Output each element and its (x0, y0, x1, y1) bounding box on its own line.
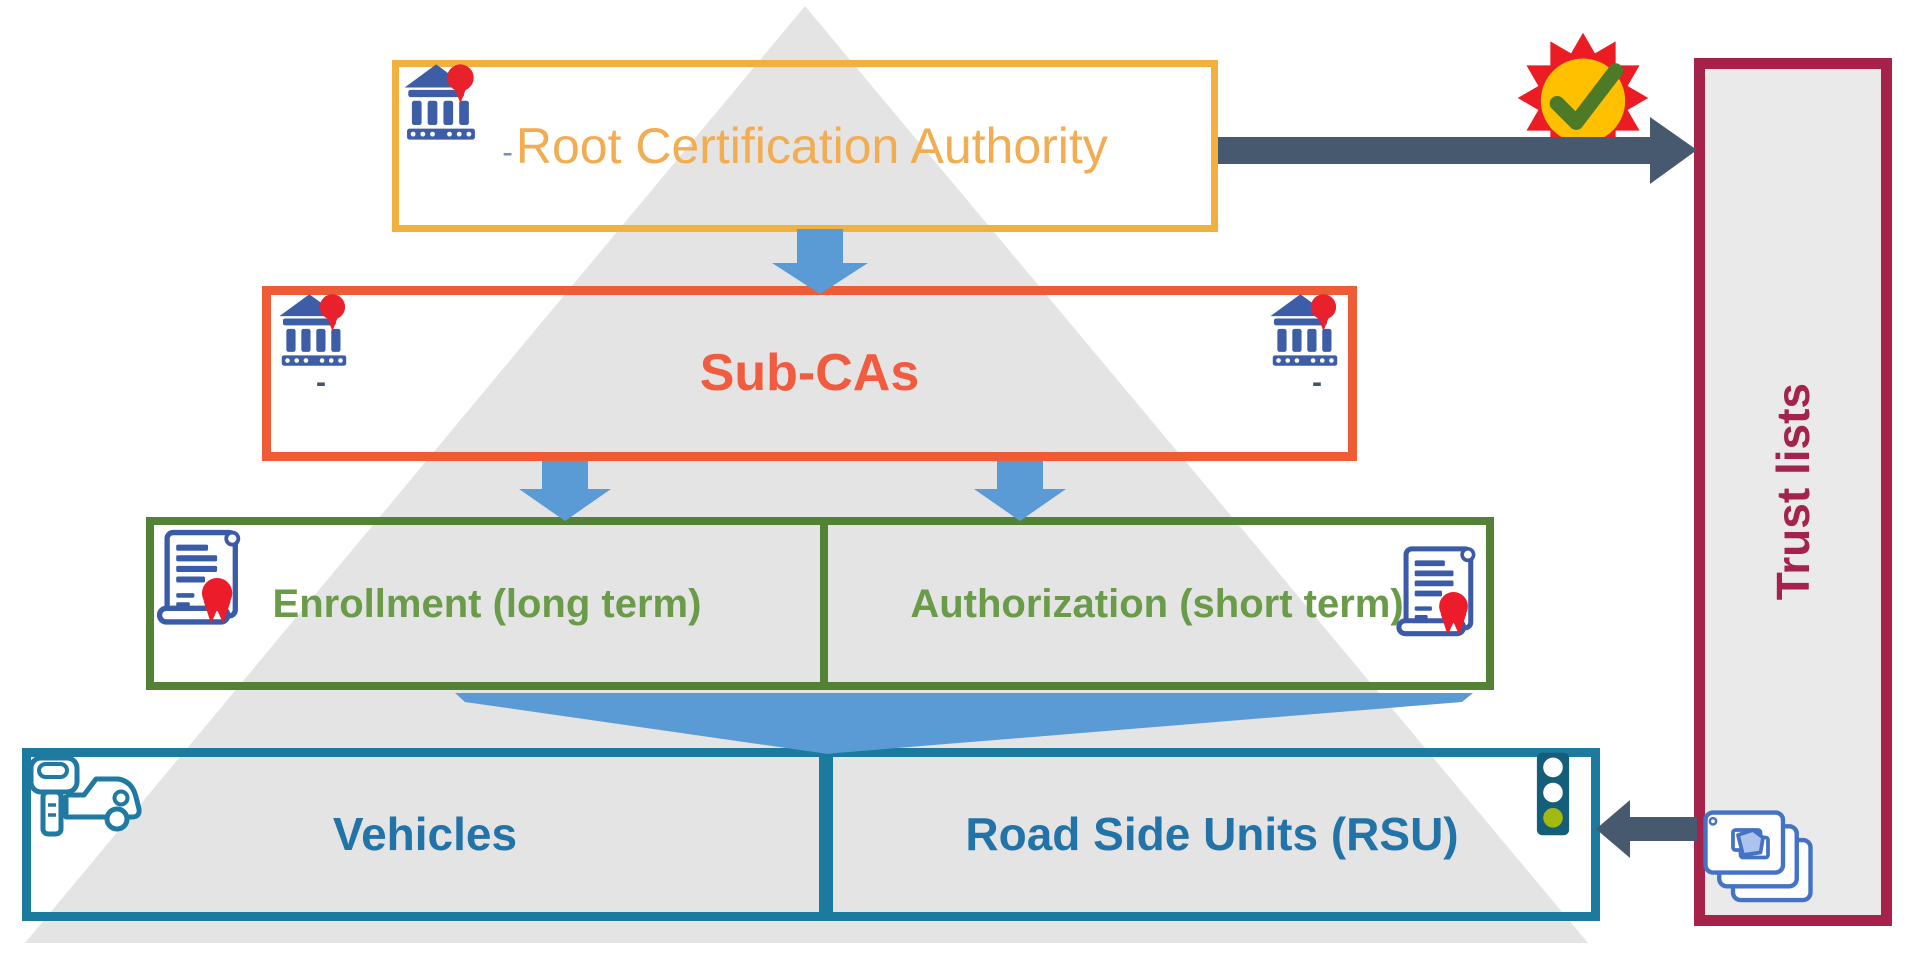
down-arrow (772, 229, 868, 294)
root-ca-label: -Root Certification Authority (502, 120, 1108, 173)
trust-lists-box: Trust lists (1694, 58, 1892, 926)
car-key-icon (28, 755, 142, 837)
dash-mark: - (502, 133, 513, 170)
authorization-box: Authorization (short term) (828, 517, 1494, 690)
trust-lists-label: Trust lists (1766, 383, 1819, 601)
traffic-light-icon (1536, 752, 1570, 836)
certificate-icon (1396, 546, 1476, 637)
seal (447, 64, 474, 104)
enrollment-label: Enrollment (long term) (272, 581, 702, 626)
seal (319, 294, 346, 332)
rsu-box: Road Side Units (RSU) (828, 748, 1600, 921)
root-ca-box: -Root Certification Authority (392, 60, 1218, 232)
rsu-label: Road Side Units (RSU) (965, 808, 1459, 861)
root-ca-label-text: Root Certification Authority (515, 117, 1108, 174)
authorization-label: Authorization (short term) (910, 581, 1404, 626)
sub-cas-box: Sub-CAs (262, 286, 1357, 461)
dash-mark: - (1312, 366, 1322, 399)
vehicles-label: Vehicles (332, 808, 518, 861)
seal (1310, 294, 1337, 332)
bank-certified-icon (279, 294, 347, 366)
sub-cas-label: Sub-CAs (699, 344, 920, 403)
down-arrow (974, 461, 1066, 521)
left-arrow (1596, 800, 1697, 858)
bank-certified-icon (404, 64, 475, 140)
wide-down-arrow (455, 693, 1473, 754)
dash-mark: - (316, 366, 326, 399)
certificate-stack-icon (1703, 810, 1813, 903)
certificate-icon (156, 529, 241, 625)
bank-certified-icon (1270, 294, 1338, 366)
down-arrow (519, 461, 611, 521)
verified-badge-icon (1517, 32, 1649, 164)
